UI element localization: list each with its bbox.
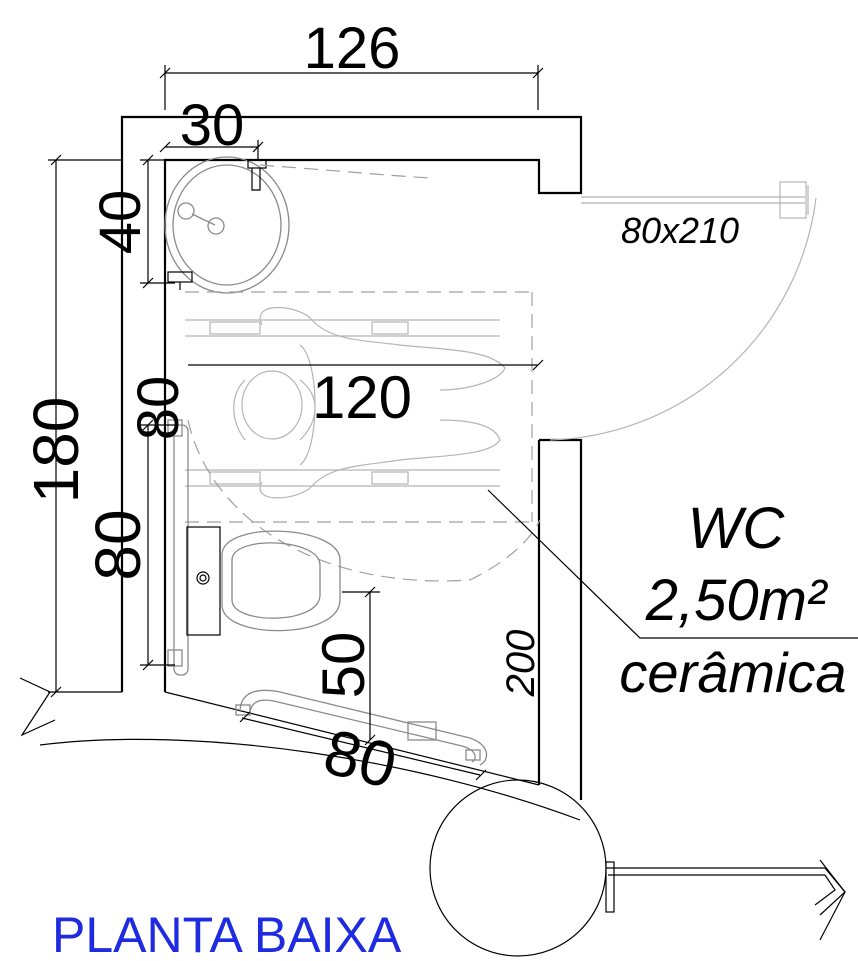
dim-wall-length: 200 — [499, 630, 543, 698]
dim-clear-space: 120 — [312, 364, 412, 431]
dimension-lines — [48, 65, 858, 781]
room-labels: 80x210 WC 2,50m² cerâmica — [619, 210, 846, 704]
turning-space — [185, 164, 541, 582]
dim-grab-bar-lower: 80 — [82, 509, 154, 580]
plan-title: PLANTA BAIXA — [52, 907, 402, 961]
sink — [164, 156, 290, 294]
room-finish: cerâmica — [619, 641, 846, 704]
toilet — [186, 526, 341, 636]
dim-total-depth: 180 — [20, 397, 92, 504]
room-area: 2,50m² — [645, 568, 829, 633]
dim-toilet-offset: 50 — [310, 632, 377, 699]
inspection-circle — [429, 779, 846, 957]
dim-sink-width: 30 — [180, 93, 245, 158]
wheelchair-user — [185, 306, 506, 499]
dim-rear-bar: 80 — [317, 715, 403, 802]
side-grab-bar — [167, 419, 189, 676]
dim-total-width: 126 — [304, 16, 401, 81]
door-size-label: 80x210 — [621, 210, 739, 251]
room-name: WC — [688, 496, 786, 561]
dimension-labels: 126 30 40 180 80 80 120 200 50 80 — [20, 16, 543, 802]
dim-sink-depth: 40 — [88, 190, 153, 255]
dim-grab-bar-upper: 80 — [126, 376, 191, 441]
door — [549, 181, 817, 441]
